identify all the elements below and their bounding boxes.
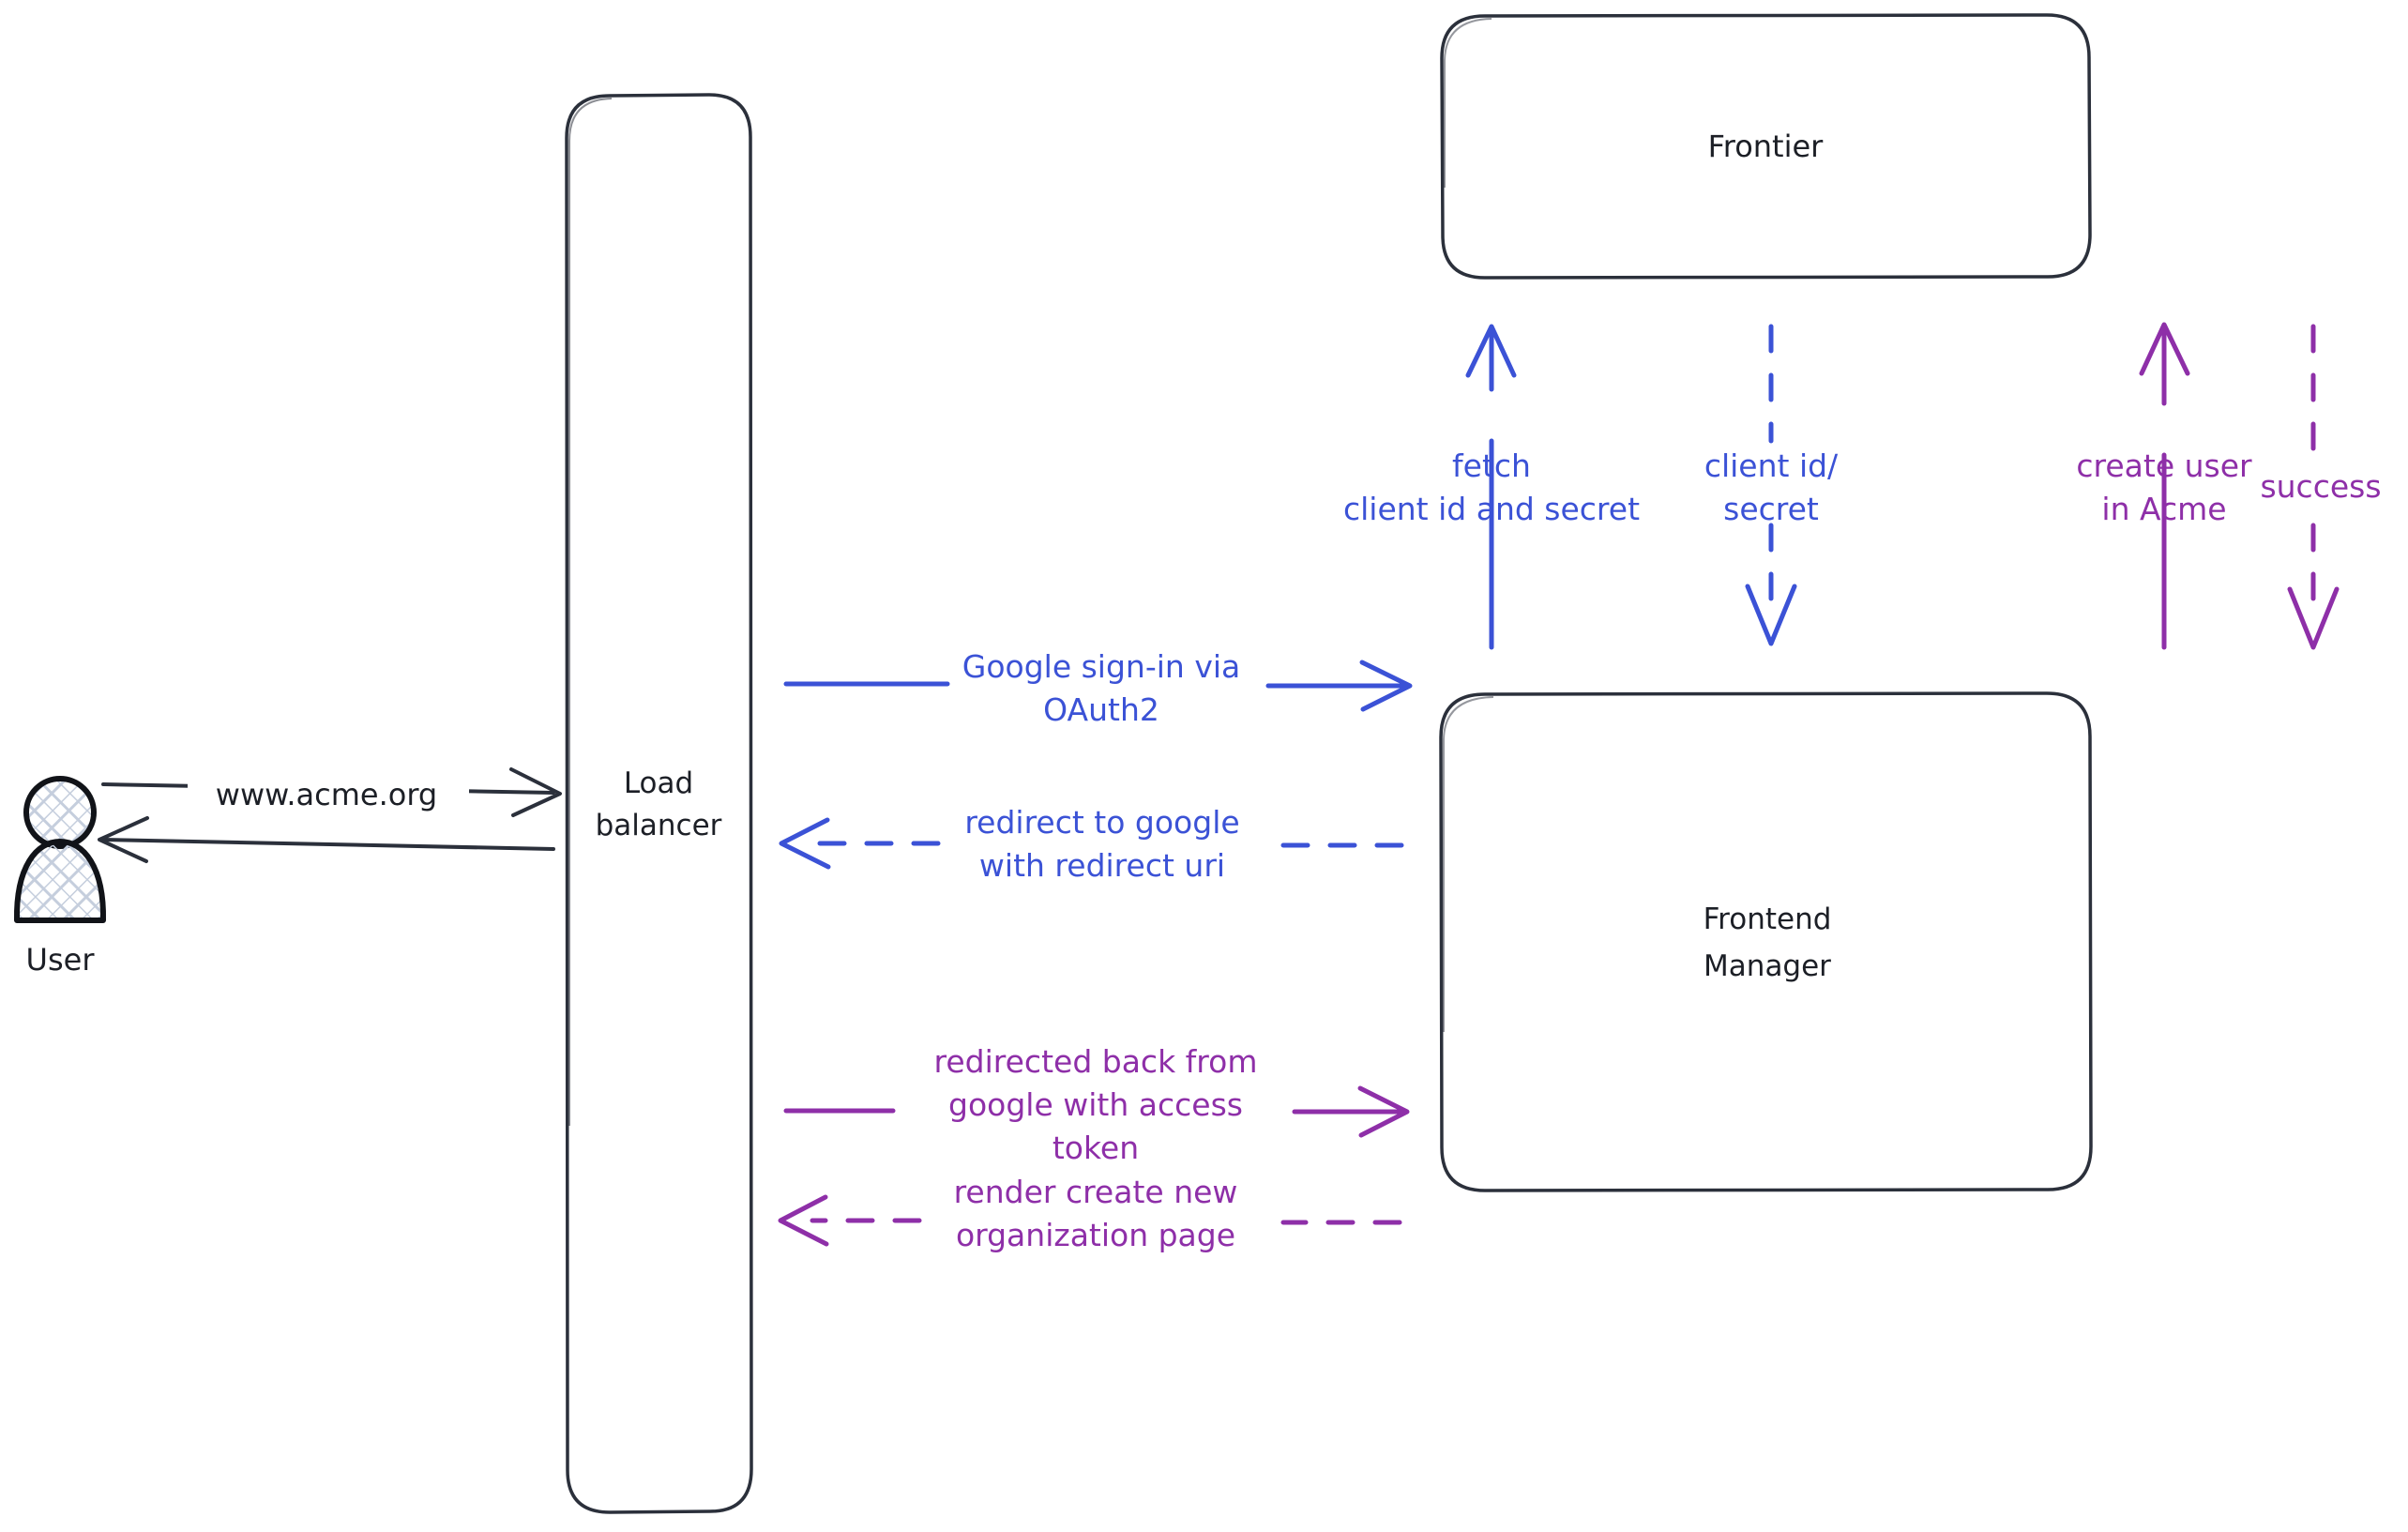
actor-user-label: User <box>26 942 96 978</box>
actor-user[interactable]: User <box>13 776 107 978</box>
load-balancer-label-line2: balancer <box>596 809 722 842</box>
edge-token-arrowhead <box>1357 1085 1410 1138</box>
edge-user-to-lb[interactable]: www.acme.org <box>101 767 562 817</box>
frontier-sketch-overstroke <box>1444 18 1492 188</box>
user-body-hatch2 <box>17 842 103 920</box>
edge-frontier-to-fm-success[interactable]: success <box>2260 324 2382 650</box>
edge-signin-label-line2: OAuth2 <box>1043 691 1159 728</box>
edge-render-label-line2: organization page <box>956 1217 1235 1253</box>
edge-signin-label-line1: Google sign-in via <box>962 648 1240 685</box>
edge-user-to-lb-arrowhead <box>509 767 562 817</box>
user-head-hatch2 <box>26 779 94 846</box>
edge-redirect-arrowhead <box>779 817 831 870</box>
edge-create-user-label-line1: create user <box>2076 447 2252 484</box>
edge-token-label-line1: redirected back from <box>934 1043 1258 1080</box>
edge-user-to-lb-label-mask <box>188 771 469 811</box>
edge-creds-label-line2: secret <box>1723 491 1819 527</box>
load-balancer-label-line1: Load <box>624 766 693 800</box>
edge-fetch-label-line1: fetch <box>1452 447 1531 484</box>
edge-fetch-label-line2: client id and secret <box>1343 491 1640 527</box>
edge-create-user-label-line2: in Acme <box>2101 491 2226 527</box>
edge-token-label-line3: token <box>1053 1130 1139 1166</box>
edge-user-to-lb-label: www.acme.org <box>216 777 437 812</box>
edge-redirect-label-line1: redirect to google <box>964 804 1239 841</box>
edge-signin-arrowhead <box>1359 660 1413 712</box>
node-frontier[interactable]: Frontier <box>1440 13 2092 280</box>
edge-create-user-arrowhead <box>2139 322 2190 376</box>
edge-creds-arrowhead <box>1745 584 1797 646</box>
load-balancer-sketch-overstroke <box>568 98 613 1126</box>
edge-frontier-to-fm-creds[interactable]: client id/ secret <box>1704 324 1839 646</box>
frontend-manager-label-line1: Frontend <box>1704 903 1832 936</box>
edge-fm-to-frontier-fetch[interactable]: fetch client id and secret <box>1343 324 1640 650</box>
frontend-manager-label-line2: Manager <box>1704 949 1831 983</box>
node-load-balancer[interactable]: Load balancer <box>565 93 753 1514</box>
edge-redirect-label-line2: with redirect uri <box>979 847 1225 884</box>
user-body-icon <box>13 839 107 923</box>
edge-success-arrowhead <box>2287 586 2340 650</box>
edge-render-arrowhead <box>778 1194 829 1247</box>
edge-lb-to-user-arrowhead <box>98 816 149 863</box>
edge-creds-label-line1: client id/ <box>1704 447 1839 484</box>
edge-fm-to-frontier-create-user[interactable]: create user in Acme <box>2076 322 2252 650</box>
edge-success-label: success <box>2260 468 2381 505</box>
frontend-manager-box-outline <box>1439 691 2093 1192</box>
edge-fm-to-lb-render[interactable]: render create new organization page <box>778 1174 1402 1253</box>
edge-lb-to-user-line <box>101 838 555 851</box>
edge-fetch-arrowhead <box>1465 324 1517 378</box>
edge-lb-to-fm-token[interactable]: redirected back from google with access … <box>783 1043 1410 1166</box>
frontier-label: Frontier <box>1708 129 1825 164</box>
edge-lb-to-fm-signin[interactable]: Google sign-in via OAuth2 <box>783 648 1413 728</box>
edge-token-label-line2: google with access <box>948 1086 1243 1123</box>
edge-render-label-line1: render create new <box>954 1174 1238 1210</box>
edge-fm-to-lb-redirect[interactable]: redirect to google with redirect uri <box>779 804 1404 884</box>
frontier-box-outline <box>1440 13 2092 280</box>
node-frontend-manager[interactable]: Frontend Manager <box>1439 691 2093 1192</box>
frontend-manager-sketch-overstroke <box>1443 696 1494 1032</box>
load-balancer-box-outline <box>565 93 753 1514</box>
edge-lb-to-user[interactable] <box>98 816 555 863</box>
